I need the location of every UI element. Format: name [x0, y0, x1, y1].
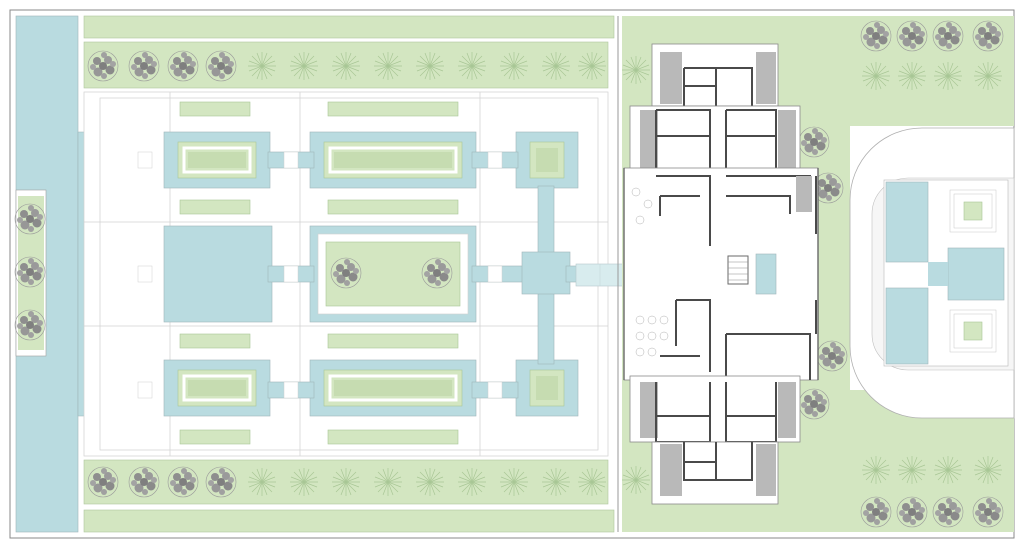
central-hall — [623, 167, 819, 381]
stair-core — [727, 255, 749, 285]
building — [623, 43, 819, 505]
entrance-court — [883, 179, 1009, 367]
atrium-pool — [755, 253, 777, 295]
planter-inner — [182, 146, 458, 402]
entrance-pool-south — [885, 287, 929, 365]
north-lawn-strip — [83, 15, 615, 89]
south-block — [629, 375, 801, 443]
square-pool — [163, 225, 273, 323]
hedge-strips — [179, 101, 459, 445]
central-lawn — [317, 233, 469, 315]
entrance-pool-east — [947, 247, 1005, 301]
entrance-pool-north — [885, 181, 929, 263]
south-lawn-strip — [83, 459, 615, 533]
